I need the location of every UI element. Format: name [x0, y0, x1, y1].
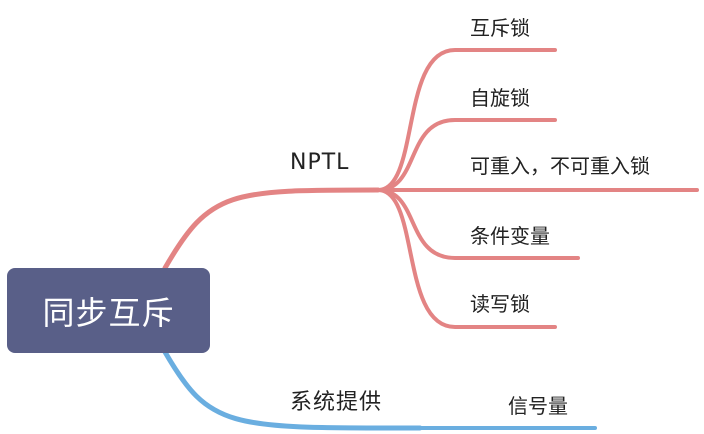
leaf-rwlock[interactable]: 读写锁: [470, 292, 530, 316]
branch-nptl[interactable]: NPTL: [290, 150, 350, 175]
branch-system-provided[interactable]: 系统提供: [290, 390, 383, 415]
connector-root-nptl: [162, 187, 381, 271]
connector-root-system: [162, 349, 423, 431]
leaf-mutex[interactable]: 互斥锁: [470, 16, 530, 40]
connector-nptl-spinlock: [376, 118, 557, 192]
leaf-condition-variable[interactable]: 条件变量: [470, 224, 550, 248]
leaf-spinlock[interactable]: 自旋锁: [470, 86, 530, 110]
root-topic[interactable]: 同步互斥: [7, 268, 210, 353]
leaf-semaphore[interactable]: 信号量: [508, 394, 568, 418]
leaf-reentrant-lock[interactable]: 可重入，不可重入锁: [470, 154, 650, 178]
connector-nptl-mutex: [376, 48, 557, 192]
connector-nptl-rwlock: [376, 188, 557, 329]
connector-nptl-condvar: [376, 188, 580, 260]
root-topic-label: 同步互斥: [42, 293, 175, 332]
